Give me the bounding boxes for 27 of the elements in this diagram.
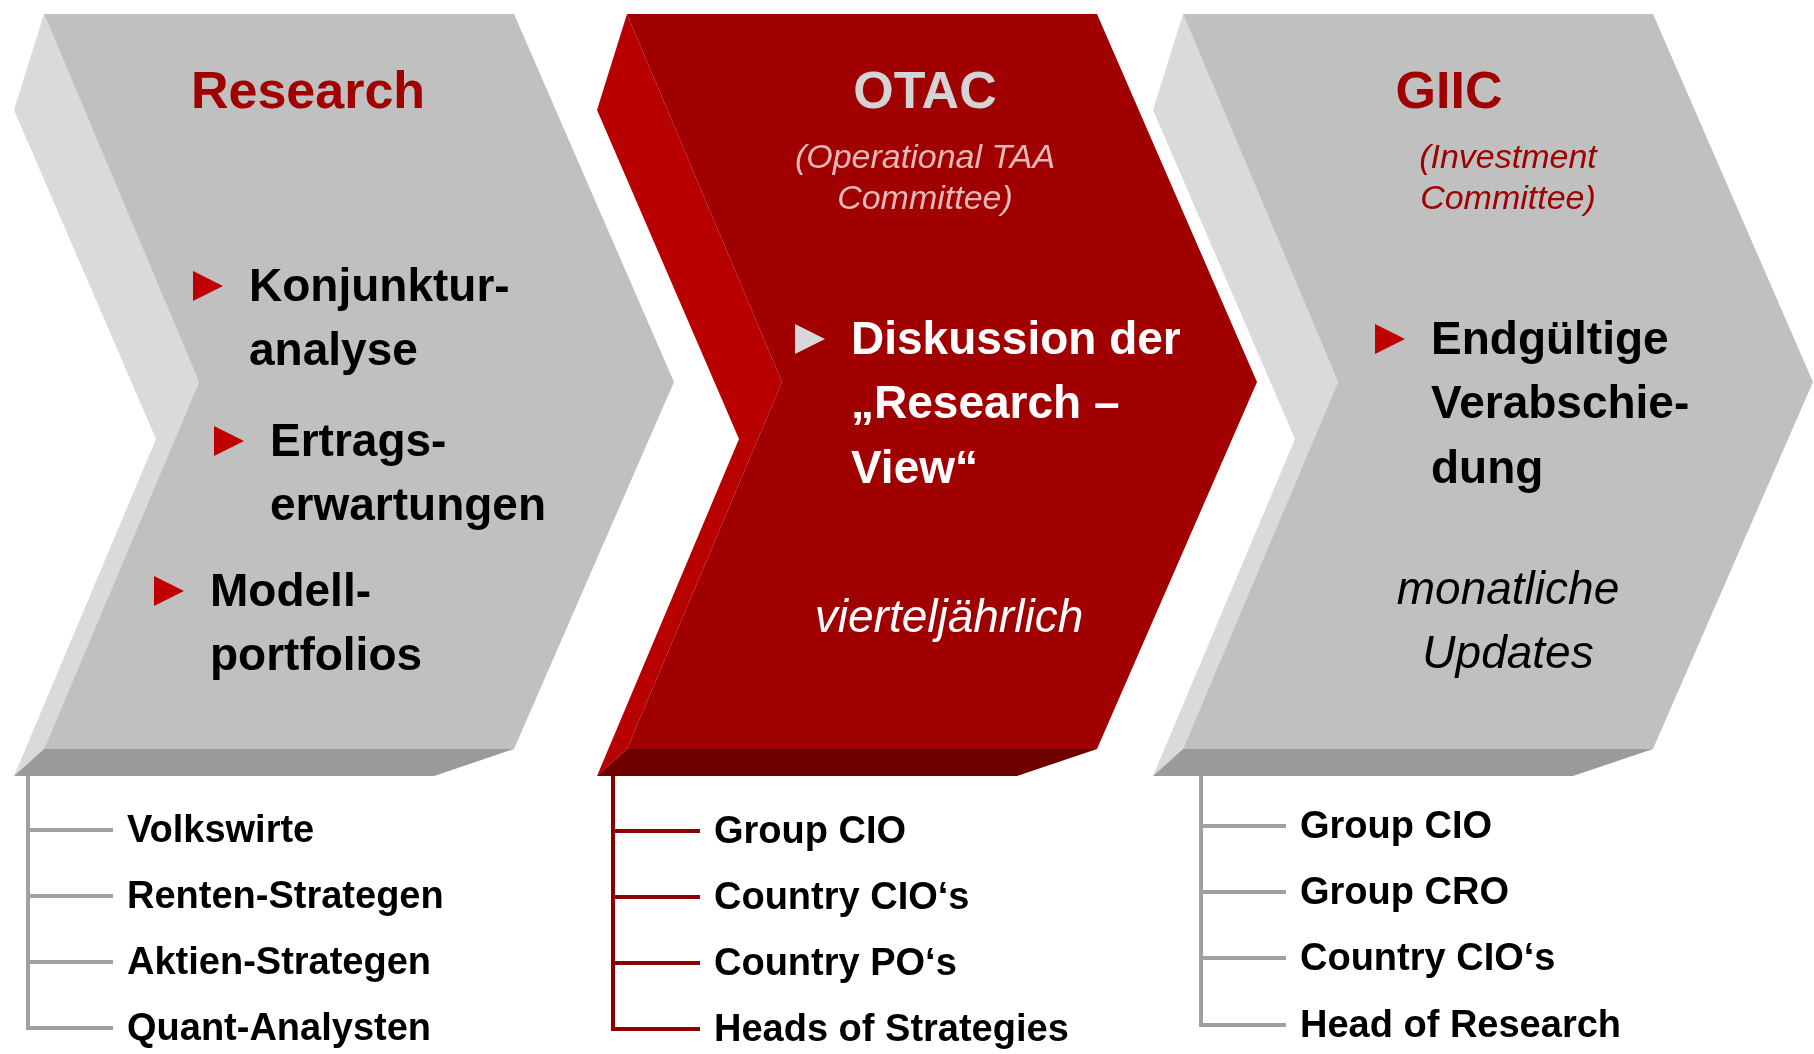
- bullet-text: Ertrags- erwartungen: [270, 413, 548, 533]
- connector-line: [26, 776, 113, 1030]
- member-label: Renten-Strategen: [127, 876, 444, 914]
- stage-title: Research: [189, 64, 427, 116]
- stage-title: GIIC: [1394, 64, 1504, 116]
- member-label: Group CRO: [1300, 872, 1509, 910]
- member-label: Volkswirte: [127, 810, 315, 848]
- frequency-note: monatliche Updates: [1395, 561, 1621, 681]
- bullet-text: Endgültige Verabschie- dung: [1431, 311, 1691, 495]
- stage-subtitle: (Investment Committee): [1418, 136, 1599, 218]
- frequency-note: vierteljährlich: [813, 589, 1085, 644]
- member-label: Country PO‘s: [714, 943, 957, 981]
- member-label: Aktien-Strategen: [127, 942, 432, 980]
- bullet-text: Konjunktur- analyse: [249, 258, 511, 378]
- member-label: Country CIO‘s: [714, 877, 970, 915]
- stage-subtitle: (Operational TAA Committee): [793, 136, 1057, 218]
- connector-line: [1199, 776, 1286, 1027]
- stage-title: OTAC: [852, 64, 998, 116]
- member-label: Quant-Analysten: [127, 1008, 432, 1046]
- member-label: Heads of Strategies: [714, 1009, 1069, 1047]
- member-label: Group CIO: [714, 811, 907, 849]
- bullet-text: Modell- portfolios: [210, 563, 424, 683]
- member-label: Group CIO: [1300, 806, 1493, 844]
- member-label: Head of Research: [1300, 1005, 1621, 1043]
- connector-line: [611, 776, 700, 1031]
- member-label: Country CIO‘s: [1300, 938, 1556, 976]
- bullet-text: Diskussion der „Research – View“: [851, 311, 1182, 495]
